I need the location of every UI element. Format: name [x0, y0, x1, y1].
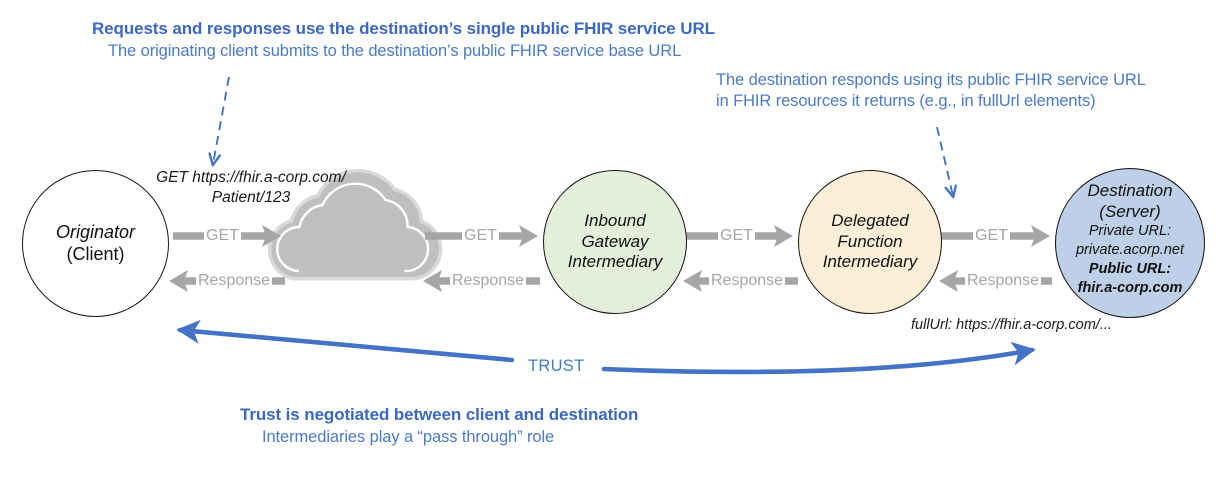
- node-delegated-line2: Function: [837, 231, 903, 251]
- flow-label-get-4: GET: [973, 227, 1010, 245]
- node-destination-private-url-label: Private URL:: [1088, 223, 1172, 240]
- node-destination-private-url-value: private.acorp.net: [1075, 242, 1184, 259]
- callout-bottom-heading: Trust is negotiated between client and d…: [240, 405, 639, 424]
- flow-label-get-2: GET: [462, 227, 499, 245]
- node-originator[interactable]: Originator (Client): [22, 170, 169, 317]
- annotation-get-url-line2: Patient/123: [211, 189, 291, 207]
- callout-bottom-sub: Intermediaries play a “pass through” rol…: [262, 427, 555, 446]
- node-originator-line2: (Client): [66, 243, 125, 264]
- node-destination-server[interactable]: Destination (Server) Private URL: privat…: [1055, 168, 1205, 318]
- dashed-arrow-right: [936, 126, 953, 196]
- node-inbound-gateway-intermediary[interactable]: Inbound Gateway Intermediary: [543, 170, 687, 314]
- node-delegated-line3: Intermediary: [822, 252, 918, 272]
- callout-top-right: The destination responds using its publi…: [716, 70, 1146, 113]
- annotation-get-url-line1: GET https://fhir.a-corp.com/: [156, 169, 346, 186]
- flow-label-response-4: Response: [965, 272, 1042, 290]
- annotation-get-url: GET https://fhir.a-corp.com/ Patient/123: [156, 168, 346, 208]
- dashed-arrow-left: [213, 76, 230, 164]
- callout-top-left-heading: Requests and responses use the destinati…: [92, 19, 715, 38]
- node-destination-line1: Destination: [1087, 181, 1173, 200]
- annotation-full-url: fullUrl: https://fhir.a-corp.com/...: [911, 317, 1112, 333]
- node-delegated-function-intermediary[interactable]: Delegated Function Intermediary: [798, 170, 942, 314]
- node-inbound-line3: Intermediary: [567, 252, 663, 272]
- flow-label-response-1: Response: [196, 272, 273, 290]
- node-inbound-line2: Gateway: [581, 231, 649, 251]
- node-destination-public-url-value: fhir.a-corp.com: [1077, 280, 1183, 296]
- node-originator-line1: Originator: [55, 221, 136, 242]
- callout-bottom: Trust is negotiated between client and d…: [240, 404, 638, 448]
- trust-arrow-left: [176, 319, 515, 363]
- flow-label-get-1: GET: [204, 227, 241, 245]
- node-destination-public-url-label: Public URL:: [1088, 261, 1172, 278]
- callout-top-right-line1: The destination responds using its publi…: [716, 71, 1146, 89]
- flow-label-response-3: Response: [709, 272, 786, 290]
- node-delegated-line1: Delegated: [831, 210, 909, 230]
- flow-label-response-2: Response: [450, 272, 527, 290]
- callout-top-left: Requests and responses use the destinati…: [92, 18, 715, 62]
- trust-arrow-right: [601, 341, 1036, 375]
- callout-top-right-line2: in FHIR resources it returns (e.g., in f…: [716, 92, 1096, 111]
- network-cloud-icon: [267, 168, 443, 281]
- label-trust: TRUST: [528, 357, 585, 375]
- callout-top-left-sub: The originating client submits to the de…: [108, 41, 682, 60]
- node-inbound-line1: Inbound: [584, 210, 646, 230]
- flow-label-get-3: GET: [718, 227, 755, 245]
- node-destination-line2: (Server): [1099, 201, 1161, 221]
